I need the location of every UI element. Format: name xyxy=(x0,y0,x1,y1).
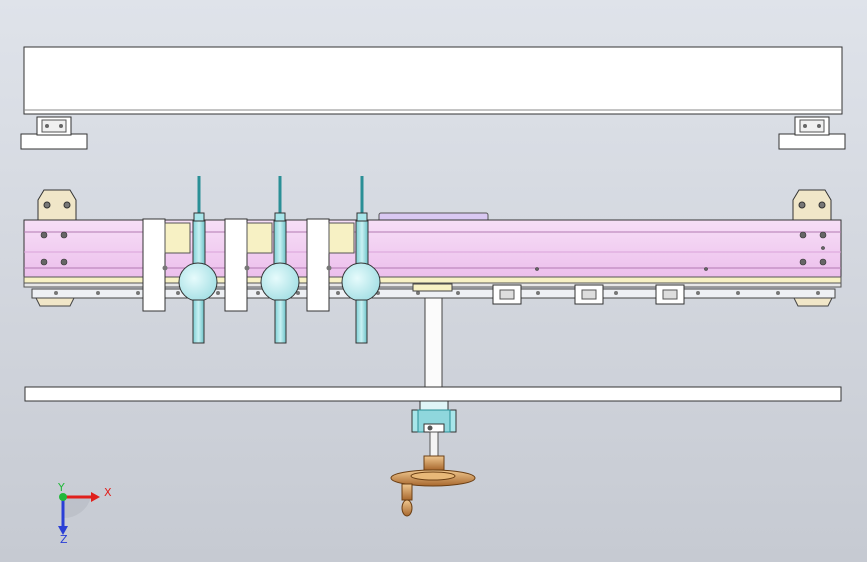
left-mount-plate[interactable] xyxy=(37,189,77,223)
axis-z-label: Z xyxy=(60,533,68,546)
shaft-coupling[interactable] xyxy=(411,400,457,457)
probe-station-2[interactable] xyxy=(224,176,300,344)
lead-screw-column[interactable] xyxy=(424,297,443,391)
top-right-slider-bracket[interactable] xyxy=(778,116,846,150)
beam-bolts xyxy=(40,231,827,271)
screw-top-bracket[interactable] xyxy=(412,283,453,292)
right-mount-plate[interactable] xyxy=(792,189,832,223)
axis-x-label: X xyxy=(104,486,112,499)
probe-bolts xyxy=(162,265,332,271)
axis-triad-icon: X Y Z xyxy=(57,481,112,546)
probe-station-3[interactable] xyxy=(306,176,381,344)
handwheel-icon[interactable] xyxy=(390,455,476,517)
top-left-slider-bracket[interactable] xyxy=(20,116,88,150)
probe-station-1[interactable] xyxy=(142,176,218,344)
top-frame-beam[interactable] xyxy=(20,46,846,150)
rail-carriage-blocks[interactable] xyxy=(492,284,685,305)
axis-y-label: Y xyxy=(57,481,65,494)
base-plate[interactable] xyxy=(24,386,842,402)
